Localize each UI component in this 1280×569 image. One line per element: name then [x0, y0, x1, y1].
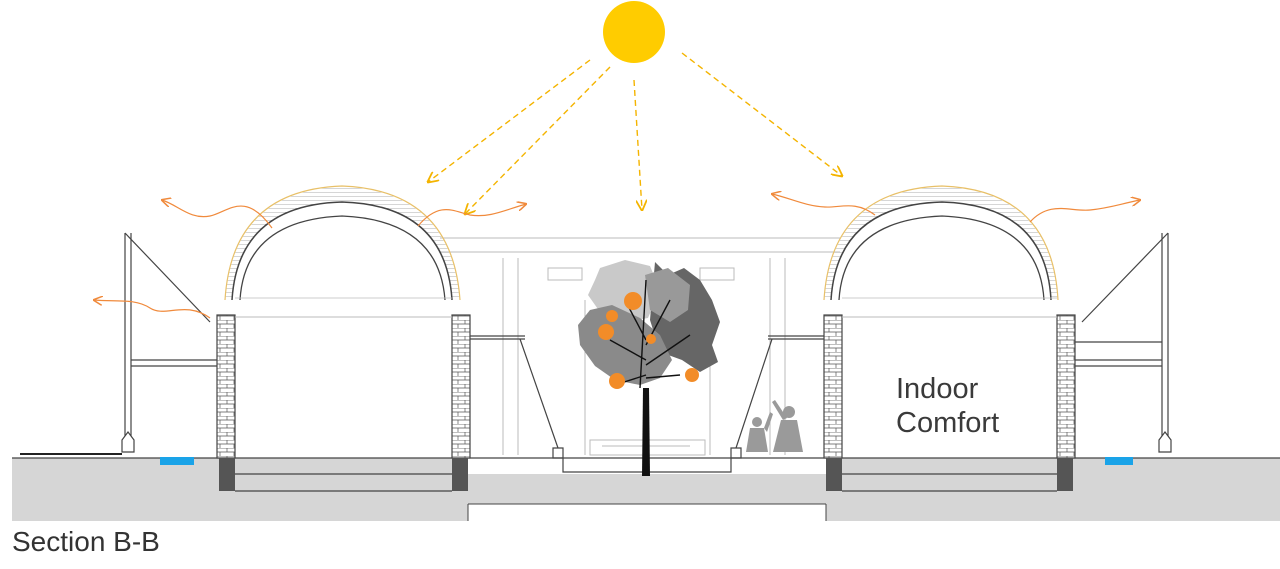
courtyard-canopies: [470, 335, 824, 473]
heat-flow-arrow-icon: [94, 194, 1140, 319]
fruit: [598, 324, 614, 340]
fruit: [624, 292, 642, 310]
fruit: [685, 368, 699, 382]
water-channel-right: [1105, 457, 1133, 465]
indoor-comfort-label: Indoor Comfort: [896, 372, 999, 440]
left-pergola: [121, 232, 217, 453]
section-title: Section B-B: [12, 526, 160, 557]
sun-icon: [603, 1, 665, 63]
water-channel-left: [160, 457, 194, 465]
left-vault-building: [216, 185, 471, 492]
indoor-label-line2: Comfort: [896, 407, 1000, 439]
right-pergola: [1075, 232, 1172, 453]
right-vault-building: [823, 185, 1076, 492]
fruit: [606, 310, 618, 322]
tree-icon: [578, 260, 720, 476]
people-icon: [746, 400, 803, 452]
sun-ray-arrow-icon: [428, 52, 842, 214]
fruit: [609, 373, 625, 389]
fruit: [646, 334, 656, 344]
indoor-label-line1: Indoor: [896, 373, 979, 405]
